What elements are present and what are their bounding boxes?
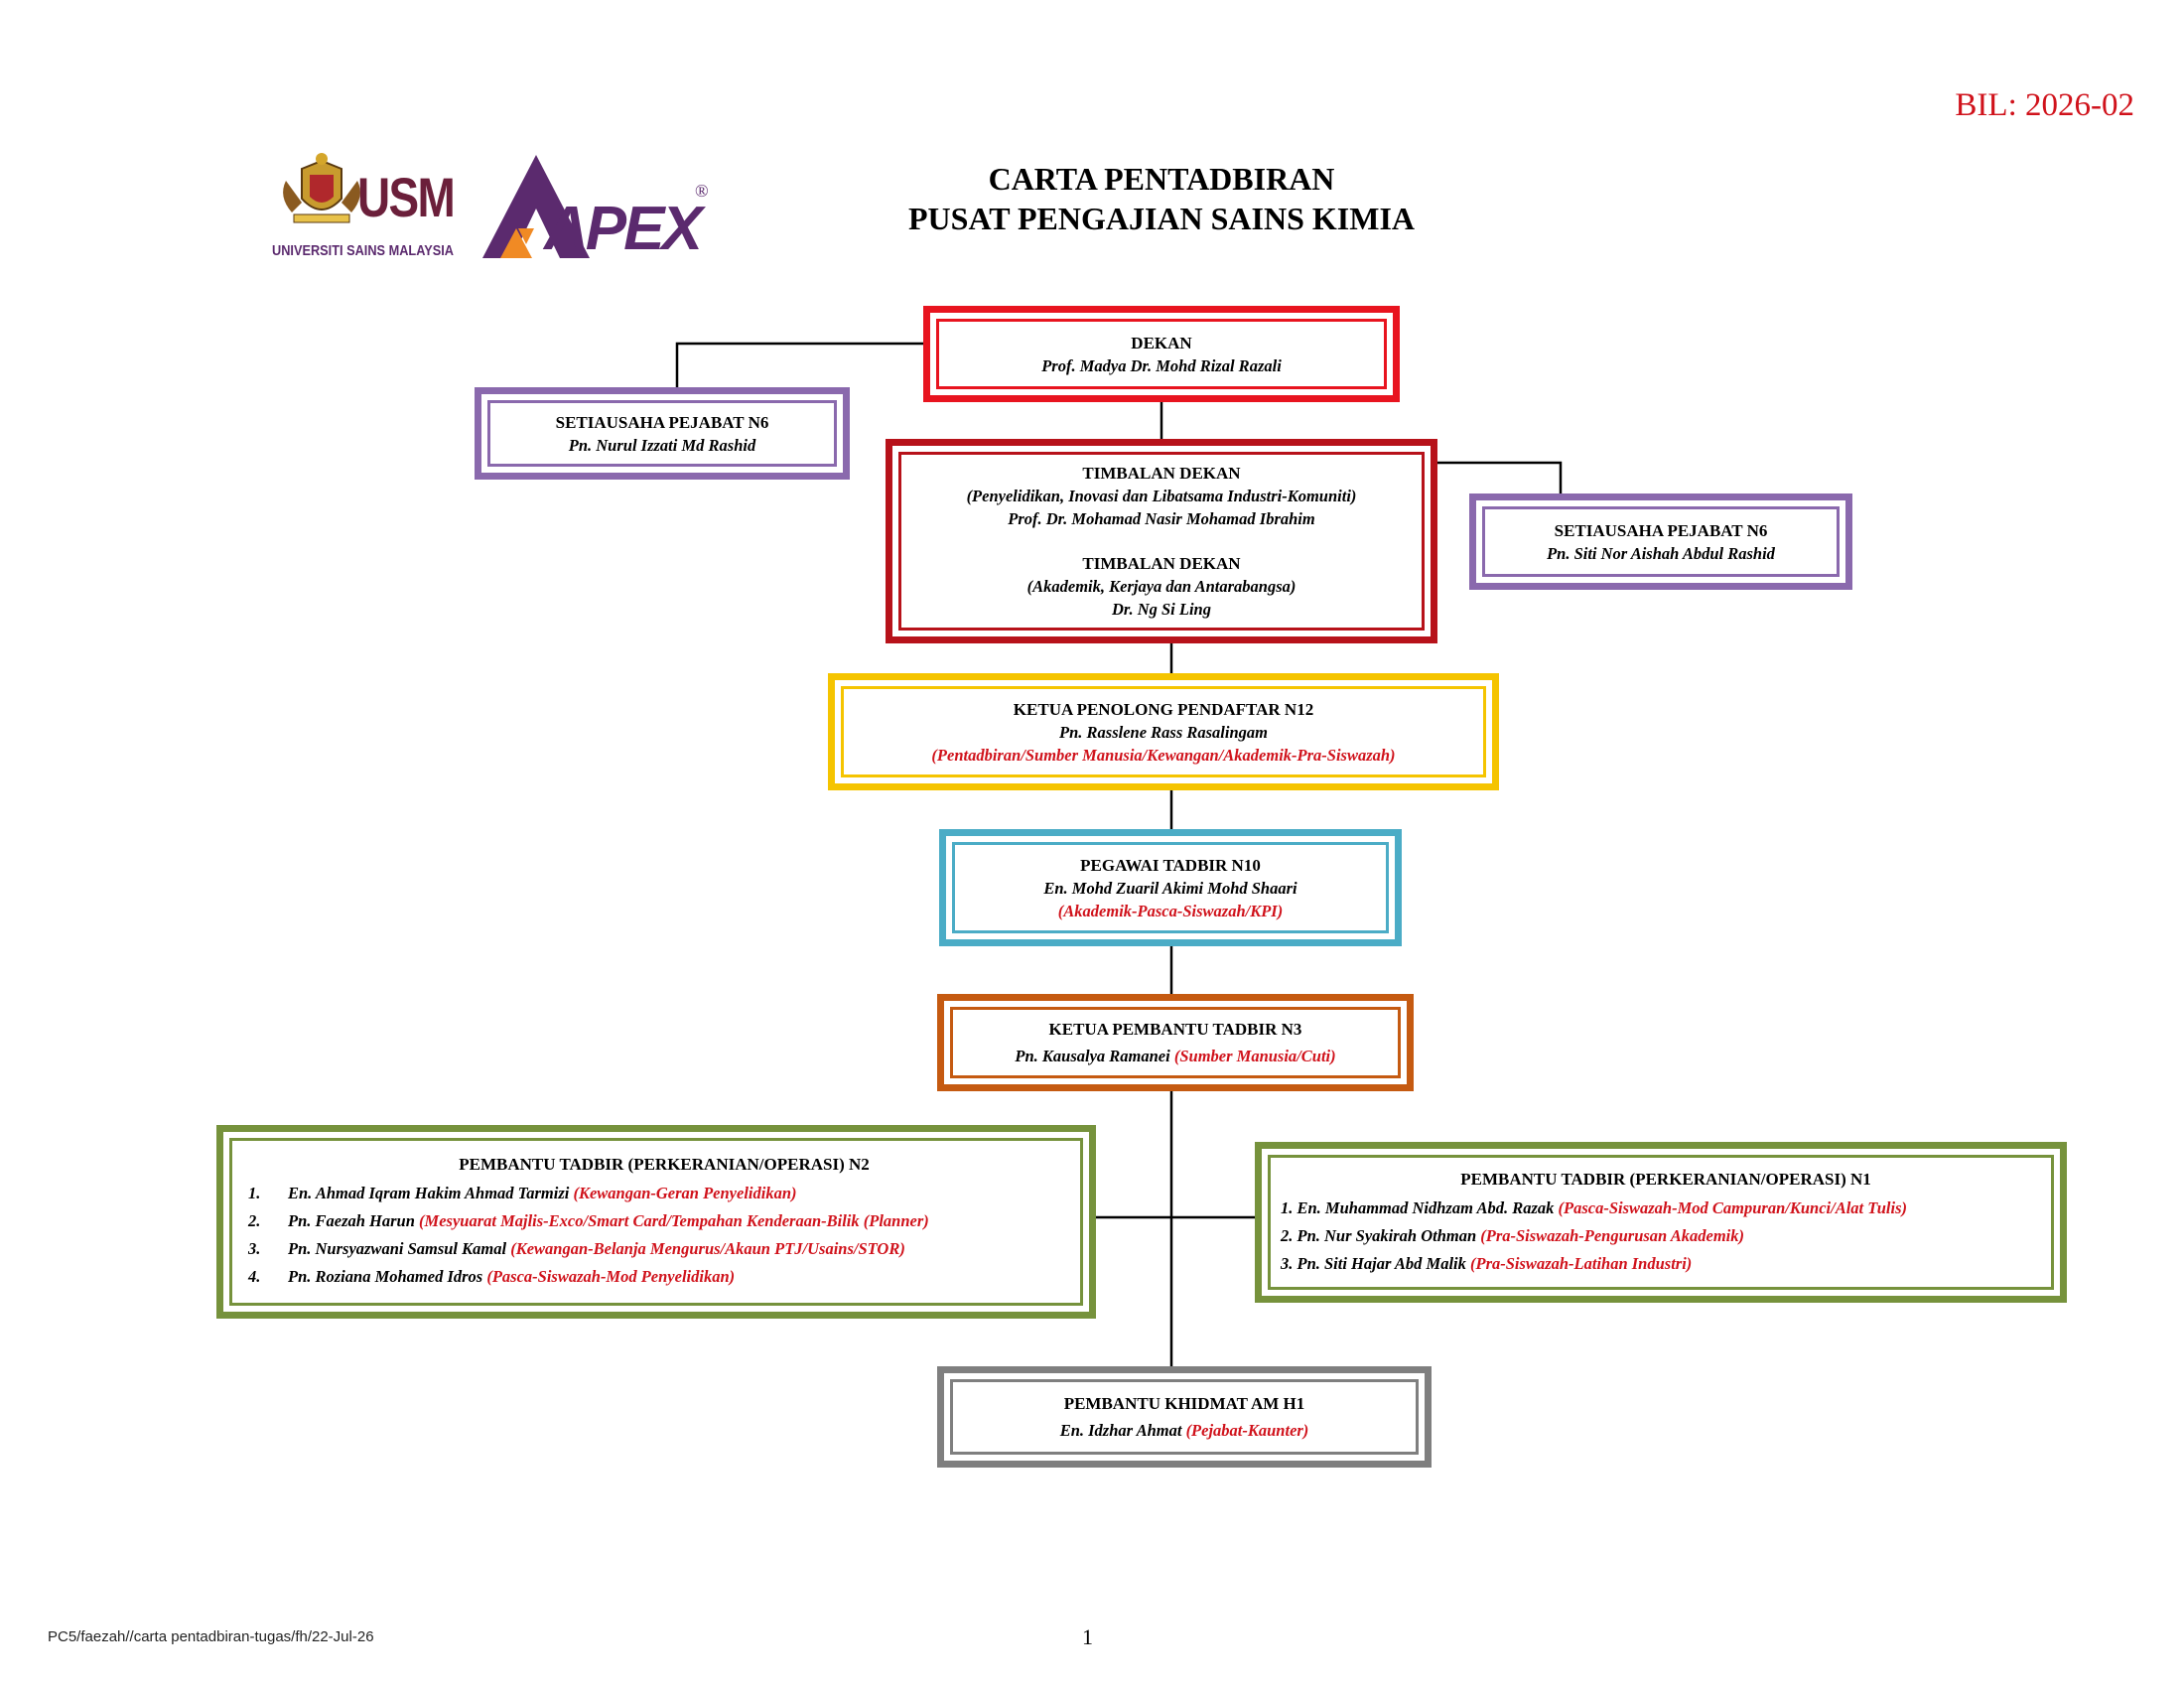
pembantu-n2-box: PEMBANTU TADBIR (PERKERANIAN/OPERASI) N2… bbox=[216, 1125, 1096, 1319]
list-item: 2. Pn. Faezah Harun (Mesyuarat Majlis-Exc… bbox=[248, 1207, 929, 1235]
list-item-number: 2. bbox=[1281, 1225, 1294, 1245]
pegawai-name: En. Mohd Zuaril Akimi Mohd Shaari bbox=[1043, 878, 1297, 898]
apex-logo: APEX ® bbox=[475, 151, 713, 264]
setiausaha-right-name: Pn. Siti Nor Aishah Abdul Rashid bbox=[1547, 543, 1775, 563]
apex-triangle-icon bbox=[482, 155, 590, 258]
ketua-penolong-box: KETUA PENOLONG PENDAFTAR N12 Pn. Rasslen… bbox=[828, 673, 1499, 790]
list-item-name: Pn. Nursyazwani Samsul Kamal bbox=[288, 1239, 507, 1258]
ketua-pembantu-name: Pn. Kausalya Ramanei bbox=[1015, 1047, 1170, 1065]
ketua-pembantu-duty: (Sumber Manusia/Cuti) bbox=[1173, 1047, 1336, 1065]
pembantu-n2-title: PEMBANTU TADBIR (PERKERANIAN/OPERASI) N2 bbox=[459, 1155, 870, 1174]
title-line-2: PUSAT PENGAJIAN SAINS KIMIA bbox=[908, 201, 1415, 236]
list-item-number: 1. bbox=[248, 1184, 261, 1202]
list-item-name: Pn. Faezah Harun bbox=[288, 1211, 415, 1230]
khidmat-name: En. Idzhar Ahmat bbox=[1059, 1421, 1182, 1440]
list-item-name: En. Ahmad Iqram Hakim Ahmad Tarmizi bbox=[288, 1184, 570, 1202]
timbalan-1-name: Prof. Dr. Mohamad Nasir Mohamad Ibrahim bbox=[1008, 509, 1315, 528]
title-line-1: CARTA PENTADBIRAN bbox=[988, 161, 1335, 197]
usm-logo: USM UNIVERSITI SAINS MALAYSIA bbox=[272, 151, 456, 260]
khidmat-am-box: PEMBANTU KHIDMAT AM H1 En. Idzhar Ahmat … bbox=[937, 1366, 1432, 1468]
list-item: 3. Pn. Siti Hajar Abd Malik (Pra-Siswaza… bbox=[1281, 1250, 1692, 1278]
registered-mark: ® bbox=[695, 181, 709, 201]
dekan-box: DEKAN Prof. Madya Dr. Mohd Rizal Razali bbox=[923, 306, 1400, 402]
pegawai-tadbir-box: PEGAWAI TADBIR N10 En. Mohd Zuaril Akimi… bbox=[939, 829, 1402, 946]
setiausaha-right-title: SETIAUSAHA PEJABAT N6 bbox=[1554, 520, 1768, 540]
usm-caption: UNIVERSITI SAINS MALAYSIA bbox=[272, 242, 455, 259]
setiausaha-right-box: SETIAUSAHA PEJABAT N6 Pn. Siti Nor Aisha… bbox=[1469, 493, 1852, 590]
footer-file-path: PC5/faezah//carta pentadbiran-tugas/fh/2… bbox=[48, 1628, 374, 1645]
list-item-duty: (Kewangan-Belanja Mengurus/Akaun PTJ/Usa… bbox=[510, 1239, 905, 1258]
setiausaha-left-name: Pn. Nurul Izzati Md Rashid bbox=[568, 435, 756, 455]
list-item-number: 1. bbox=[1281, 1197, 1294, 1217]
timbalan-dekan-box: TIMBALAN DEKAN (Penyelidikan, Inovasi da… bbox=[886, 439, 1437, 643]
list-item-duty: (Pasca-Siswazah-Mod Penyelidikan) bbox=[486, 1267, 736, 1286]
page-number: 1 bbox=[1082, 1624, 1093, 1649]
timbalan-2-name: Dr. Ng Si Ling bbox=[1112, 600, 1211, 619]
timbalan-2-title: TIMBALAN DEKAN bbox=[1082, 554, 1241, 573]
ketua-penolong-duty: (Pentadbiran/Sumber Manusia/Kewangan/Aka… bbox=[931, 745, 1396, 765]
list-item-number: 2. bbox=[248, 1211, 261, 1230]
list-item-number: 4. bbox=[248, 1267, 261, 1286]
reference-number: BIL: 2026-02 bbox=[1955, 87, 2134, 123]
usm-crest-icon bbox=[283, 153, 360, 223]
list-item-name: Pn. Nur Syakirah Othman bbox=[1297, 1225, 1477, 1245]
timbalan-1-portfolio: (Penyelidikan, Inovasi dan Libatsama Ind… bbox=[966, 487, 1357, 505]
ketua-pembantu-box: KETUA PEMBANTU TADBIR N3 Pn. Kausalya Ra… bbox=[937, 994, 1414, 1091]
list-item-duty: (Pra-Siswazah-Latihan Industri) bbox=[1470, 1253, 1693, 1273]
pegawai-title: PEGAWAI TADBIR N10 bbox=[1080, 855, 1261, 875]
list-item-name: Pn. Roziana Mohamed Idros bbox=[288, 1267, 487, 1286]
pegawai-duty: (Akademik-Pasca-Siswazah/KPI) bbox=[1057, 901, 1284, 920]
setiausaha-left-box: SETIAUSAHA PEJABAT N6 Pn. Nurul Izzati M… bbox=[475, 387, 850, 480]
khidmat-duty: (Pejabat-Kaunter) bbox=[1185, 1421, 1309, 1440]
khidmat-title: PEMBANTU KHIDMAT AM H1 bbox=[1063, 1394, 1305, 1413]
setiausaha-left-title: SETIAUSAHA PEJABAT N6 bbox=[555, 412, 769, 432]
list-item-name: En. Muhammad Nidhzam Abd. Razak bbox=[1297, 1197, 1555, 1217]
ketua-penolong-name: Pn. Rasslene Rass Rasalingam bbox=[1059, 722, 1268, 742]
list-item-duty: (Mesyuarat Majlis-Exco/Smart Card/Tempah… bbox=[419, 1211, 929, 1230]
ketua-pembantu-title: KETUA PEMBANTU TADBIR N3 bbox=[1048, 1020, 1302, 1039]
dekan-title: DEKAN bbox=[1131, 333, 1192, 352]
chart-title: CARTA PENTADBIRAN PUSAT PENGAJIAN SAINS … bbox=[0, 159, 2184, 238]
list-item: 3. Pn. Nursyazwani Samsul Kamal (Kewangan… bbox=[248, 1235, 905, 1263]
apex-wordmark: APEX bbox=[544, 195, 703, 263]
list-item-duty: (Pra-Siswazah-Pengurusan Akademik) bbox=[1480, 1225, 1744, 1245]
pembantu-n1-title: PEMBANTU TADBIR (PERKERANIAN/OPERASI) N1 bbox=[1460, 1169, 1871, 1189]
list-item: 4. Pn. Roziana Mohamed Idros (Pasca-Siswa… bbox=[248, 1263, 735, 1291]
list-item: 1. En. Ahmad Iqram Hakim Ahmad Tarmizi (K… bbox=[248, 1180, 797, 1207]
dekan-name: Prof. Madya Dr. Mohd Rizal Razali bbox=[1041, 355, 1282, 375]
ketua-pembantu-line: Pn. Kausalya Ramanei (Sumber Manusia/Cut… bbox=[1015, 1045, 1335, 1067]
khidmat-line: En. Idzhar Ahmat (Pejabat-Kaunter) bbox=[1060, 1419, 1309, 1442]
list-item-number: 3. bbox=[1281, 1253, 1294, 1273]
list-item: 1. En. Muhammad Nidhzam Abd. Razak (Pasc… bbox=[1281, 1195, 1907, 1222]
timbalan-2-portfolio: (Akademik, Kerjaya dan Antarabangsa) bbox=[1026, 577, 1297, 596]
ketua-penolong-title: KETUA PENOLONG PENDAFTAR N12 bbox=[1013, 699, 1314, 719]
list-item-number: 3. bbox=[248, 1239, 261, 1258]
list-item: 2. Pn. Nur Syakirah Othman (Pra-Siswazah… bbox=[1281, 1222, 1744, 1250]
pembantu-n1-box: PEMBANTU TADBIR (PERKERANIAN/OPERASI) N1… bbox=[1255, 1142, 2067, 1303]
list-item-duty: (Kewangan-Geran Penyelidikan) bbox=[573, 1184, 797, 1202]
usm-wordmark: USM bbox=[357, 166, 456, 228]
list-item-name: Pn. Siti Hajar Abd Malik bbox=[1297, 1253, 1466, 1273]
timbalan-1-title: TIMBALAN DEKAN bbox=[1082, 464, 1241, 483]
list-item-duty: (Pasca-Siswazah-Mod Campuran/Kunci/Alat … bbox=[1558, 1197, 1907, 1217]
